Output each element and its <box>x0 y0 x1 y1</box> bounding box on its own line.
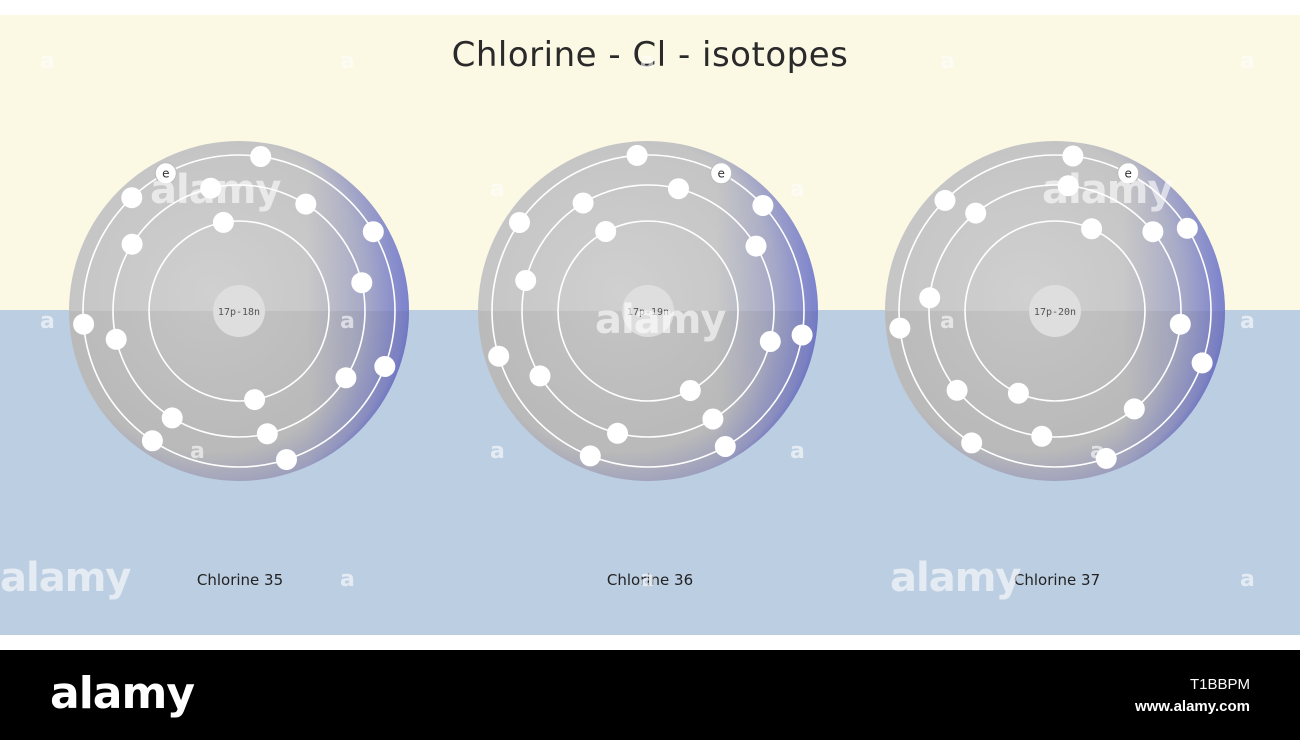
electron <box>919 287 941 309</box>
electron <box>141 430 163 452</box>
diagram-panel: Chlorine - Cl - isotopes 17p-18n e 17p-19… <box>0 15 1300 635</box>
electron <box>200 177 222 199</box>
electron <box>1095 447 1117 469</box>
electron <box>1031 425 1053 447</box>
electron-shell-2 <box>521 184 775 438</box>
atom-diagram: 17p-18n e <box>69 141 409 481</box>
electron <box>1057 175 1079 197</box>
electron-shell-3 <box>898 154 1212 468</box>
electron <box>212 211 234 233</box>
electron-shell-3 <box>491 154 805 468</box>
electron <box>515 270 537 291</box>
diagram-title: Chlorine - Cl - isotopes <box>451 35 849 75</box>
atom-chlorine-35: 17p-18n e <box>69 141 409 481</box>
electron <box>529 365 551 387</box>
electron <box>745 235 767 257</box>
nucleus-label: 17p-18n <box>218 307 260 318</box>
labelled-electron <box>1117 162 1140 185</box>
electron-shell-1 <box>148 220 330 402</box>
electron <box>679 380 701 401</box>
electron <box>791 324 813 346</box>
caption-chlorine-35: Chlorine 35 <box>196 571 284 589</box>
labelled-electron <box>710 162 733 185</box>
electron <box>509 212 530 233</box>
electron <box>626 144 648 166</box>
electron <box>1191 352 1213 374</box>
electron <box>1169 313 1191 335</box>
electron <box>73 313 95 335</box>
stock-logo: alamy <box>50 668 195 719</box>
atom-chlorine-36: 17p-19n e <box>478 141 818 481</box>
electron <box>1176 217 1198 239</box>
electron <box>965 202 987 224</box>
electron <box>488 345 510 367</box>
electron <box>374 356 396 377</box>
electron <box>889 317 911 339</box>
nucleus <box>622 285 674 337</box>
electron-shell-2 <box>112 184 366 438</box>
electron <box>579 445 601 467</box>
electron <box>595 221 617 242</box>
electron <box>759 331 781 352</box>
caption-chlorine-37: Chlorine 37 <box>1013 571 1101 589</box>
electron-label: e <box>162 166 169 180</box>
electron <box>121 233 143 255</box>
electron <box>105 328 127 350</box>
electron <box>161 407 183 429</box>
electron <box>714 436 736 457</box>
stock-url: www.alamy.com <box>1134 698 1250 715</box>
electron <box>702 408 724 430</box>
electron <box>295 193 317 215</box>
electron <box>607 422 628 444</box>
electron <box>256 423 278 445</box>
electron <box>572 192 594 214</box>
electron <box>244 389 266 411</box>
atom-diagram: 17p-20n e <box>885 141 1225 481</box>
stock-image-id: T1BBPM <box>1189 676 1250 693</box>
electron-label: e <box>718 166 725 180</box>
electron <box>335 367 357 389</box>
nucleus-label: 17p-20n <box>1034 307 1076 318</box>
electron <box>961 432 983 454</box>
electron <box>934 189 956 211</box>
electron <box>250 146 272 167</box>
labelled-electron <box>154 162 177 185</box>
electron <box>1142 221 1164 243</box>
stock-footer: alamy T1BBPM www.alamy.com <box>0 650 1300 740</box>
electron <box>946 379 968 401</box>
electron-label: e <box>1125 166 1132 180</box>
nucleus-label: 17p-19n <box>627 307 669 318</box>
caption-chlorine-36: Chlorine 36 <box>606 571 694 589</box>
electron <box>752 195 774 216</box>
electron-shell-2 <box>928 184 1182 438</box>
electron <box>668 178 689 200</box>
electron <box>1081 218 1103 240</box>
electron-shell-3 <box>82 154 396 468</box>
atom-shade <box>478 311 818 481</box>
electron-shell-1 <box>964 220 1146 402</box>
atom-diagram: 17p-19n e <box>478 141 818 481</box>
electron-shell-1 <box>557 220 739 402</box>
electron <box>362 221 384 243</box>
electron <box>1062 145 1084 167</box>
electron <box>276 449 297 471</box>
electron <box>1123 398 1145 420</box>
electron <box>1007 382 1029 404</box>
nucleus <box>1029 285 1081 337</box>
nucleus <box>213 285 265 337</box>
electron <box>351 272 373 294</box>
electron <box>121 187 143 209</box>
atom-chlorine-37: 17p-20n e <box>885 141 1225 481</box>
